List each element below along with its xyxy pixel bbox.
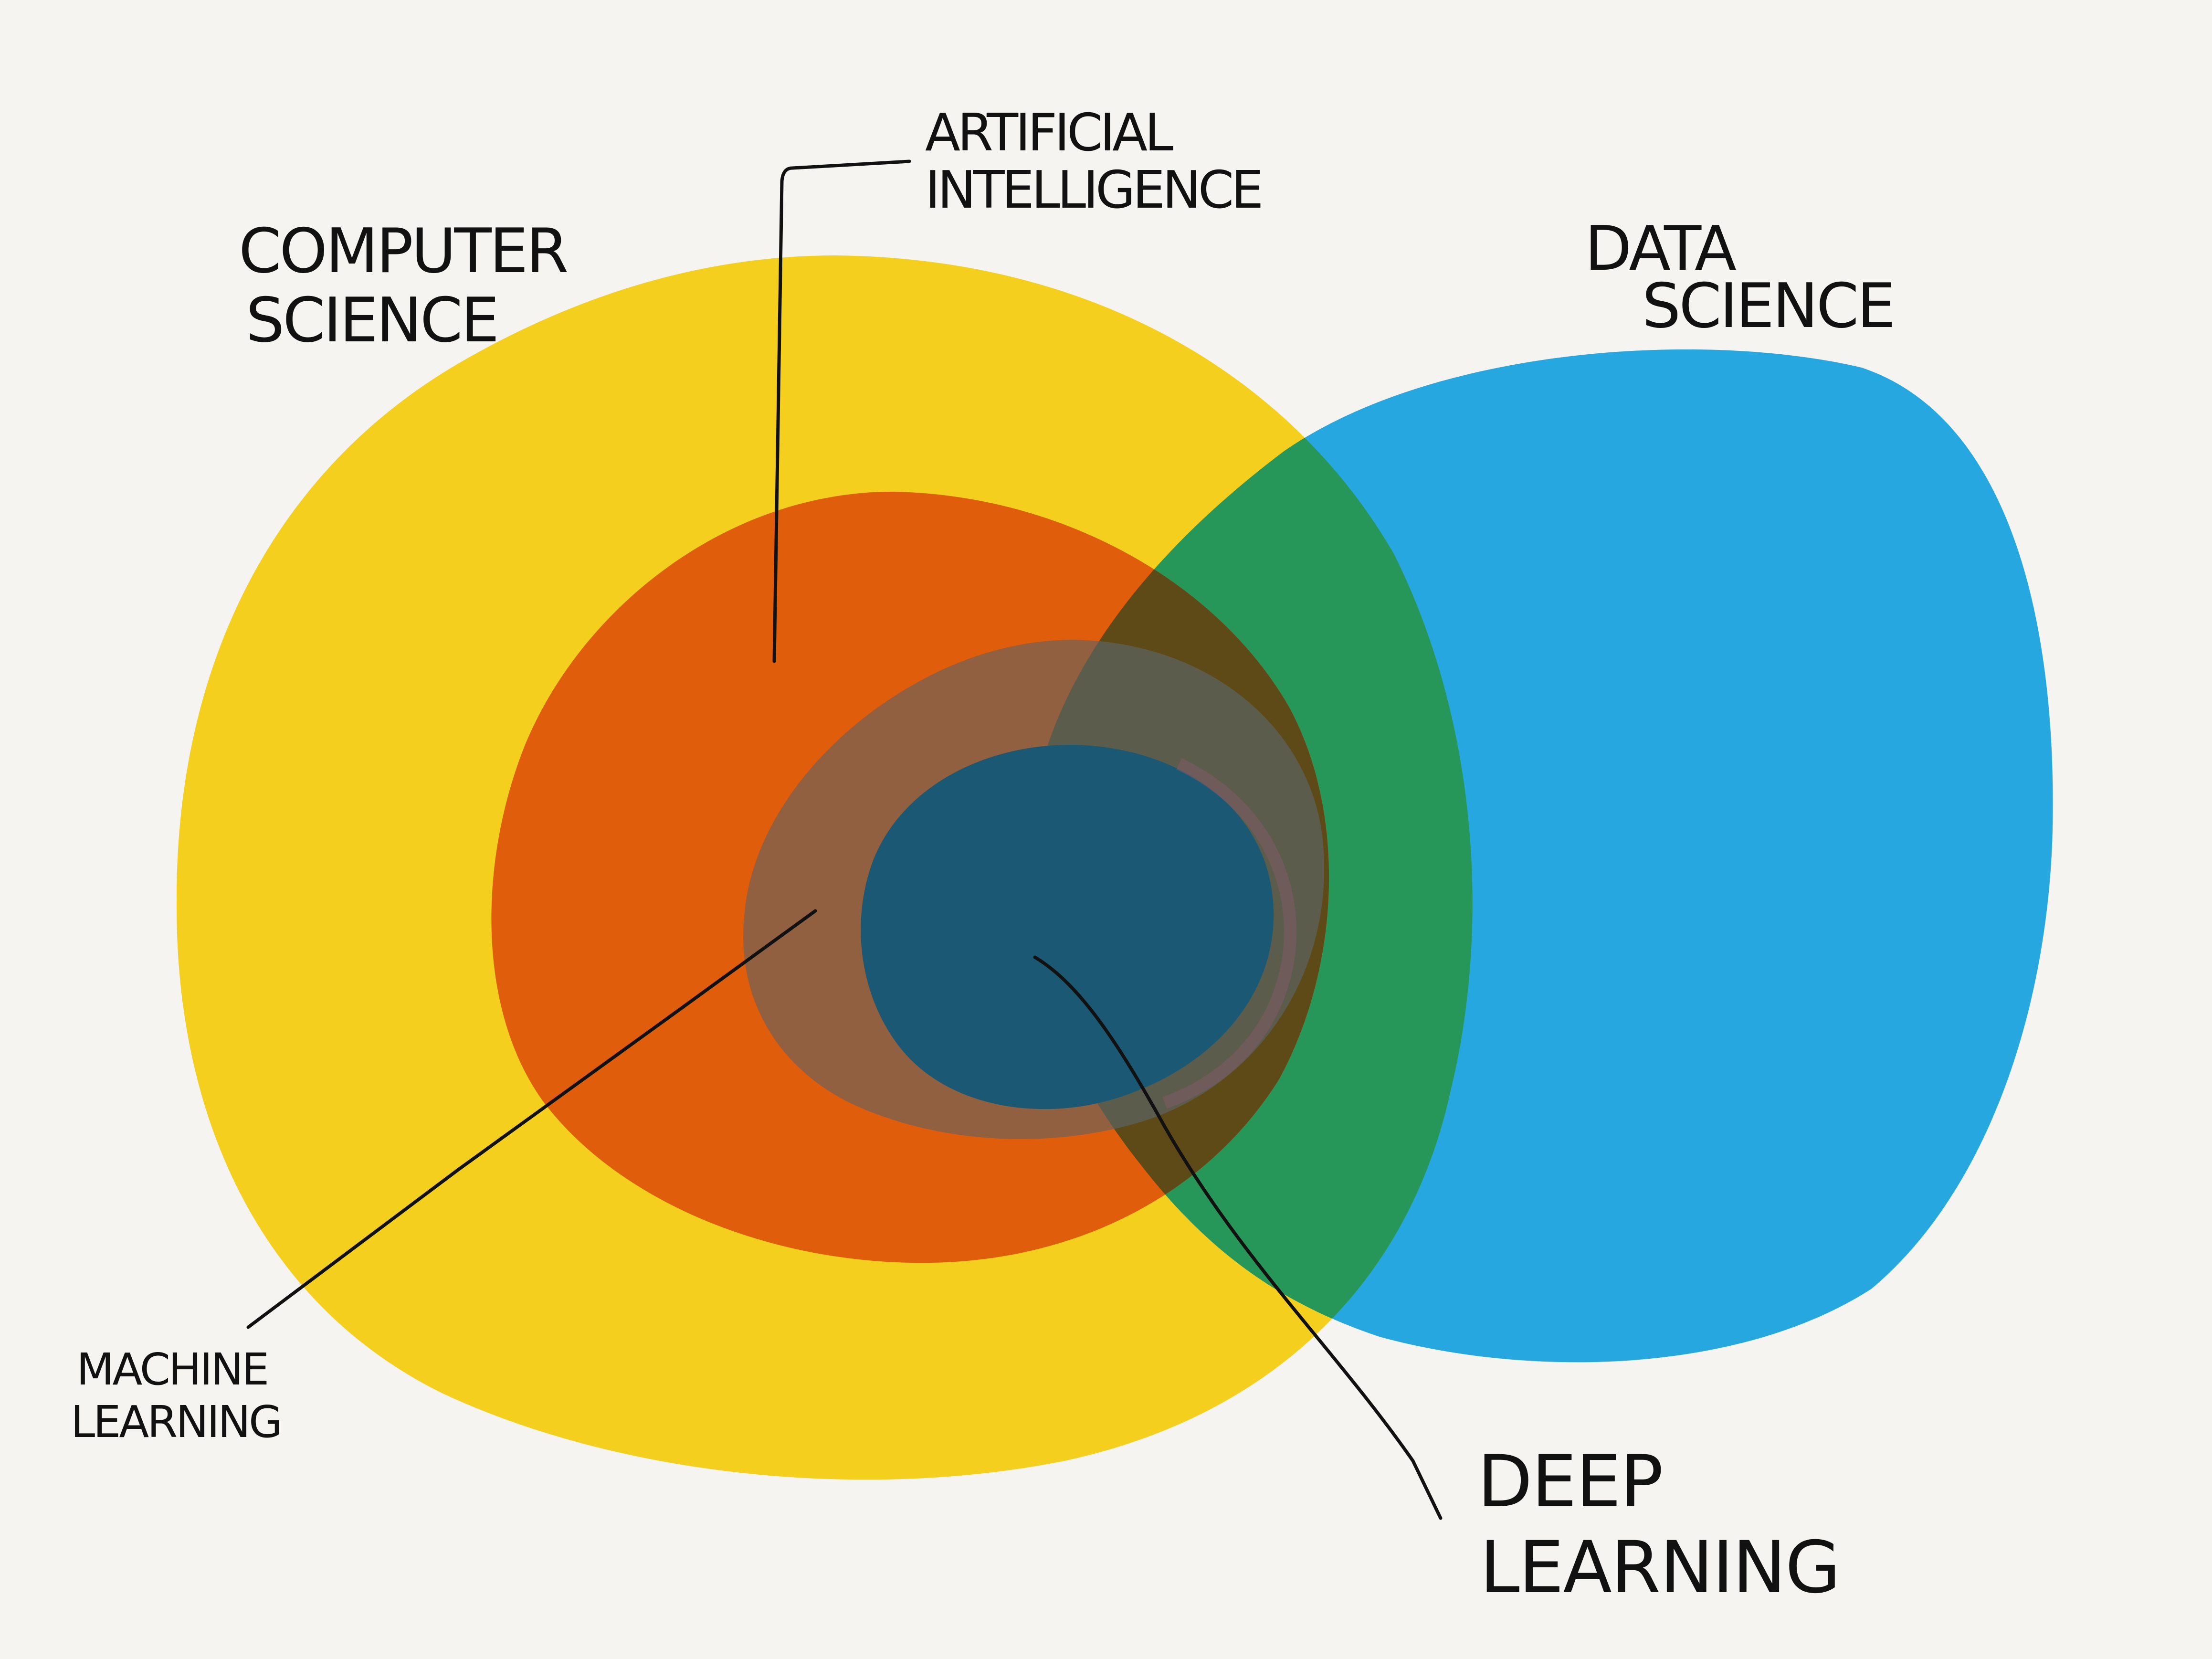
data-science-label-line-2: SCIENCE [1642, 271, 1894, 342]
deep-learning-label-line-1: DEEP [1477, 1440, 1663, 1523]
deep-learning-label-line-2: LEARNING [1480, 1526, 1840, 1609]
artificial-intelligence-label-line-1: ARTIFICIAL [925, 103, 1173, 163]
computer-science-label-line-2: SCIENCE [246, 285, 497, 356]
deep-learning-region [861, 744, 1274, 1110]
machine-learning-label: MACHINE LEARNING [71, 1344, 281, 1448]
data-science-label: DATA SCIENCE [1585, 213, 1894, 342]
machine-learning-label-line-1: MACHINE [76, 1344, 267, 1395]
deep-learning-rim [1162, 758, 1296, 1109]
data-science-label-line-1: DATA [1585, 213, 1736, 285]
computer-science-label-line-1: COMPUTER [239, 216, 568, 287]
artificial-intelligence-label: ARTIFICIAL INTELLIGENCE [925, 103, 1261, 220]
ml-leader-line [246, 909, 817, 1329]
ai-leader-line [772, 159, 911, 663]
computer-science-label: COMPUTER SCIENCE [239, 216, 584, 356]
deep-learning-label: DEEP LEARNING [1477, 1440, 1840, 1609]
machine-learning-label-line-2: LEARNING [71, 1396, 281, 1448]
dl-leader-line [1033, 955, 1443, 1520]
artificial-intelligence-label-line-2: INTELLIGENCE [925, 160, 1261, 220]
